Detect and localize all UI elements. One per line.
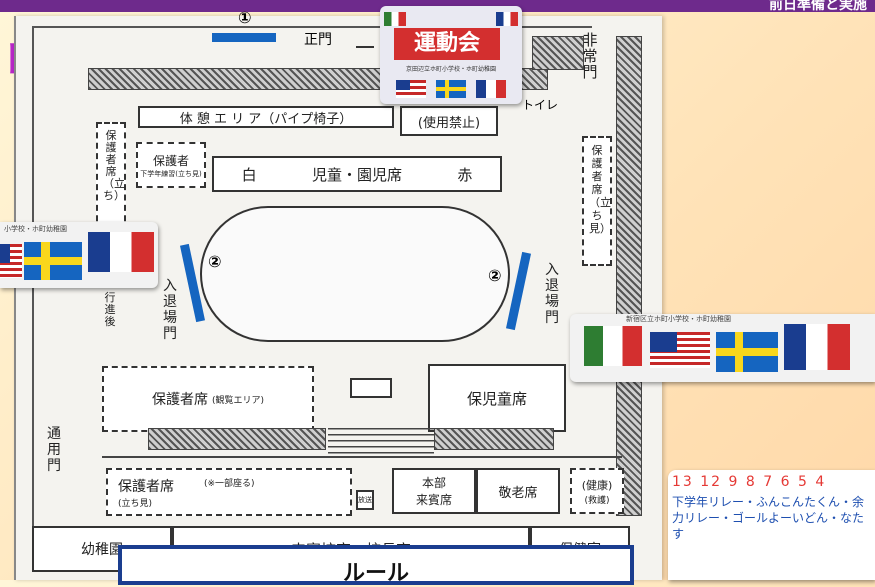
flag-strip-right: 新宿区立ホ町小学校・ホ町幼稚園 [570, 314, 875, 382]
parent-left-small: 保護者 下学年練習(立ち見) [136, 142, 206, 188]
flag-france-right [784, 324, 850, 370]
kids-seat: 保児童席 [428, 364, 566, 432]
flag-france-sign [476, 80, 506, 98]
gate-main-line [356, 46, 374, 48]
rest-area: 体 憩 エ リ ア（パイプ椅子） [138, 106, 394, 128]
no-use-label: (使用禁止) [417, 115, 481, 131]
parent-bottom-small: (立ち見) [118, 498, 153, 509]
elderly-label: 敬老席 [498, 485, 538, 501]
right-hatch [616, 36, 642, 516]
running-track [200, 206, 510, 342]
marker-one-bar [212, 33, 276, 42]
bottom-right-hatch [434, 428, 554, 450]
kids-seat-label: 保児童席 [466, 389, 527, 408]
flag-italy [384, 12, 406, 26]
flag-strip-right-text: 新宿区立ホ町小学校・ホ町幼稚園 [626, 315, 731, 323]
map-top-line [32, 26, 592, 28]
parent-left-small-a: 保護者 [152, 153, 189, 168]
parent-right-label: 保護者席（立ち見） [589, 144, 611, 235]
walk-after: 行進後 [104, 291, 116, 328]
hq-label-a: 本部 [421, 476, 446, 490]
marker-one: ① [238, 8, 252, 27]
kindergarten-label: 幼稚園 [81, 542, 123, 558]
slide-title: 前日準備と実施 [769, 0, 867, 13]
flag-sweden-left [24, 242, 82, 280]
entrance-right: 入退場門 [545, 262, 559, 326]
rest-area-label: 体 憩 エ リ ア（パイプ椅子） [179, 111, 353, 127]
marker-two-right-bar [505, 251, 532, 331]
venue-map: ① 正門 非常門 体 憩 エ リ ア（パイプ椅子） (使用禁止) トイレ 保護者… [14, 8, 662, 580]
top-right-hatch [532, 36, 584, 70]
marker-two-right: ② [488, 266, 502, 285]
student-seat: 白 児童・園児席 赤 [212, 156, 502, 192]
parent-bottom-note: (※一部座る) [204, 478, 255, 489]
flag-strip-left: 小学校・ホ町幼稚園 [0, 222, 158, 288]
parent-view-label: 保護者席 [151, 392, 208, 408]
student-seat-label: 児童・園児席 [311, 165, 402, 184]
sign-photo: 運動会 京田辺立ホ町小学校・ホ町幼稚園 [380, 6, 522, 104]
bottom-lines [102, 456, 622, 458]
board-words: 下学年リレー・ふんこんたくん・余力リレー・ゴールよーいどん・なたす [672, 495, 865, 541]
sign-title: 運動会 [394, 28, 500, 60]
bottom-left-hatch [148, 428, 326, 450]
health-label: (健康) [581, 478, 613, 492]
flag-italy-right [584, 326, 642, 366]
hq-area: 本部 来賓席 [392, 468, 476, 514]
flag-strip-left-text: 小学校・ホ町幼稚園 [4, 225, 67, 233]
broadcast-box: 放送 [356, 490, 374, 510]
gate-side: 通用門 [47, 426, 61, 474]
broadcast-label: 放送 [358, 496, 372, 504]
map-outline [32, 26, 34, 566]
parent-left-label: 保護者席（立ち） [103, 129, 125, 202]
health-area: (健康) (救護) [570, 468, 624, 514]
entrance-left: 入退場門 [163, 278, 177, 342]
marker-two-left: ② [208, 252, 222, 271]
flag-france [496, 12, 518, 26]
student-red: 赤 [457, 165, 473, 184]
flag-france-left [88, 232, 154, 272]
board-numbers: 13 12 9 8 7 6 5 4 [672, 474, 827, 490]
parent-left-small-b: 下学年練習(立ち見) [140, 169, 202, 178]
bottom-stairs [328, 428, 434, 458]
hq-label-b: 来賓席 [415, 493, 452, 507]
flag-us-left [0, 244, 22, 278]
parent-view-area: 保護者席 (観覧エリア) [102, 366, 314, 432]
parent-view-small: (観覧エリア) [211, 395, 265, 406]
gate-emergency: 非常門 [582, 31, 598, 81]
sign-sub: 京田辺立ホ町小学校・ホ町幼稚園 [405, 66, 496, 73]
rules-card: ルール [118, 545, 634, 586]
elderly-area: 敬老席 [476, 468, 560, 514]
toilet-label: トイレ [522, 98, 559, 112]
parent-bottom-area: 保護者席 (※一部座る) (立ち見) [106, 468, 352, 516]
flag-us-sign [396, 80, 426, 98]
flag-us-right [650, 332, 710, 368]
flag-sweden-right [716, 332, 778, 372]
small-center-box [350, 378, 392, 398]
program-board-photo: 13 12 9 8 7 6 5 4 下学年リレー・ふんこんたくん・余力リレー・ゴ… [668, 470, 875, 580]
parent-right-area: 保護者席（立ち見） [582, 136, 612, 266]
health-small: (救護) [584, 495, 610, 506]
no-use-area: (使用禁止) [400, 106, 498, 136]
gate-main: 正門 [304, 32, 332, 48]
parent-bottom-label: 保護者席 [118, 478, 174, 495]
student-white: 白 [241, 165, 257, 184]
flag-sweden-sign [436, 80, 466, 98]
rules-card-text: ルール [342, 561, 409, 586]
